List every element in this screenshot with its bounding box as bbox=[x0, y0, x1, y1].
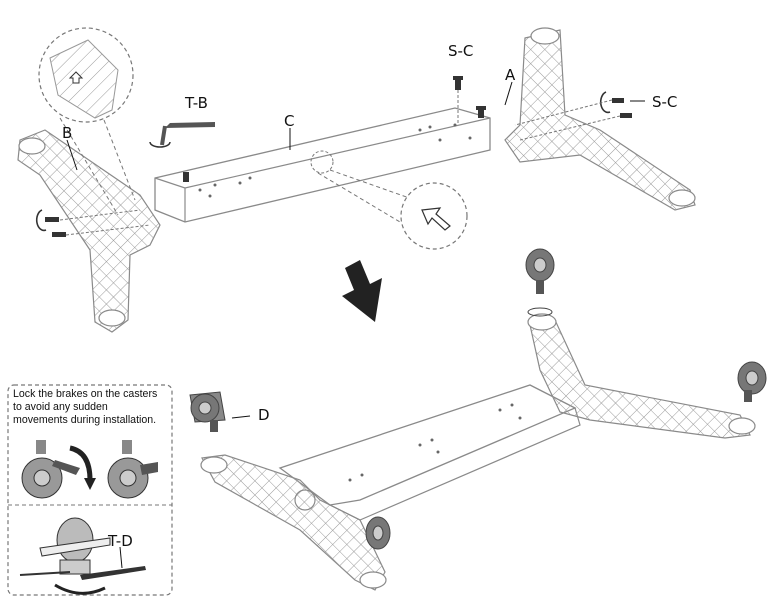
caster-front bbox=[365, 516, 391, 550]
assembled-base bbox=[200, 313, 756, 591]
detail-magnifier-center bbox=[317, 169, 468, 250]
label-c: C bbox=[284, 112, 294, 130]
leader-lines-top bbox=[59, 90, 621, 236]
label-leaders bbox=[66, 81, 645, 419]
label-tb: T-B bbox=[184, 94, 208, 112]
hex-key-tb bbox=[149, 122, 215, 148]
right-leg-a bbox=[504, 27, 696, 211]
note-line-1: Lock the brakes on the casters bbox=[13, 388, 158, 400]
label-td: T-D bbox=[107, 532, 133, 550]
screws bbox=[45, 76, 632, 237]
label-b: B bbox=[62, 124, 72, 142]
rotation-arrows-top bbox=[35, 91, 611, 232]
down-arrow-icon bbox=[342, 260, 382, 322]
label-d: D bbox=[258, 406, 270, 424]
label-sc-top: S-C bbox=[448, 42, 473, 60]
note-line-3: movements during installation. bbox=[13, 414, 157, 426]
brake-instruction-panel bbox=[7, 384, 173, 596]
label-a: A bbox=[505, 66, 516, 84]
left-leg-b bbox=[17, 129, 161, 333]
note-line-2: to avoid any sudden bbox=[13, 401, 108, 413]
label-sc-right: S-C bbox=[652, 93, 677, 111]
caster-right bbox=[737, 361, 767, 402]
caster-top bbox=[525, 248, 555, 317]
brake-instruction-text: Lock the brakes on the casters to avoid … bbox=[13, 388, 175, 427]
crossbeam-c bbox=[154, 107, 491, 223]
detail-magnifier-left bbox=[38, 27, 136, 216]
caster-d bbox=[189, 391, 226, 432]
